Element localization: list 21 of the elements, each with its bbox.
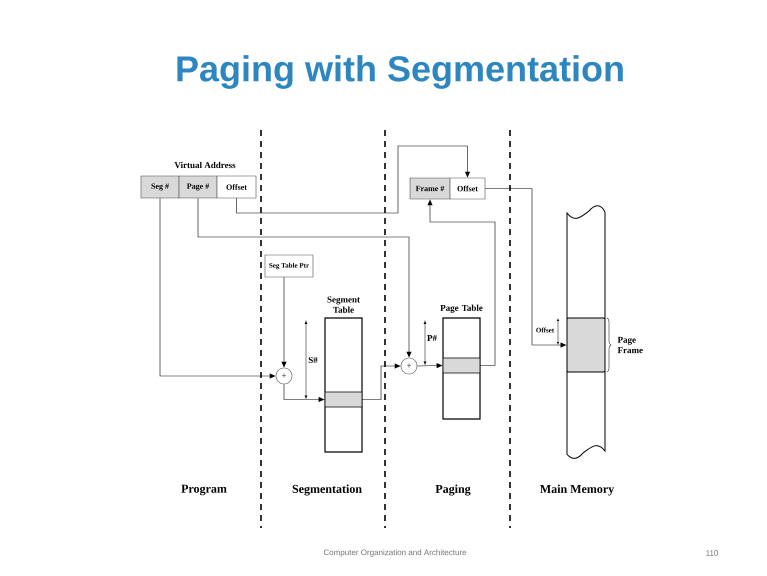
address-field: Offset <box>450 178 486 200</box>
table-entry <box>442 358 480 374</box>
address-field: Seg # <box>140 176 180 198</box>
table-entry <box>324 392 362 408</box>
column-heading: Main Memory <box>540 484 614 496</box>
dimension-label: S# <box>308 356 318 364</box>
arrow <box>236 146 470 214</box>
address-field: Frame # <box>410 178 450 200</box>
page-number: 110 <box>706 550 718 556</box>
title: Paging with Segmentation <box>177 55 623 89</box>
table-heading: Segment Table <box>328 296 360 313</box>
column-heading: Segmentation <box>292 484 362 496</box>
column-heading: Program <box>181 484 227 496</box>
dimension-label: P# <box>427 335 437 341</box>
footer-text: Computer Organization and Architecture <box>324 549 466 557</box>
address-heading: Virtual Address <box>174 162 236 168</box>
table-heading: Page Table <box>440 304 483 313</box>
brace-label: Page Frame <box>618 336 643 354</box>
column-heading: Paging <box>436 484 471 496</box>
address-field: Offset <box>216 176 256 198</box>
address-field: Page # <box>178 176 218 198</box>
